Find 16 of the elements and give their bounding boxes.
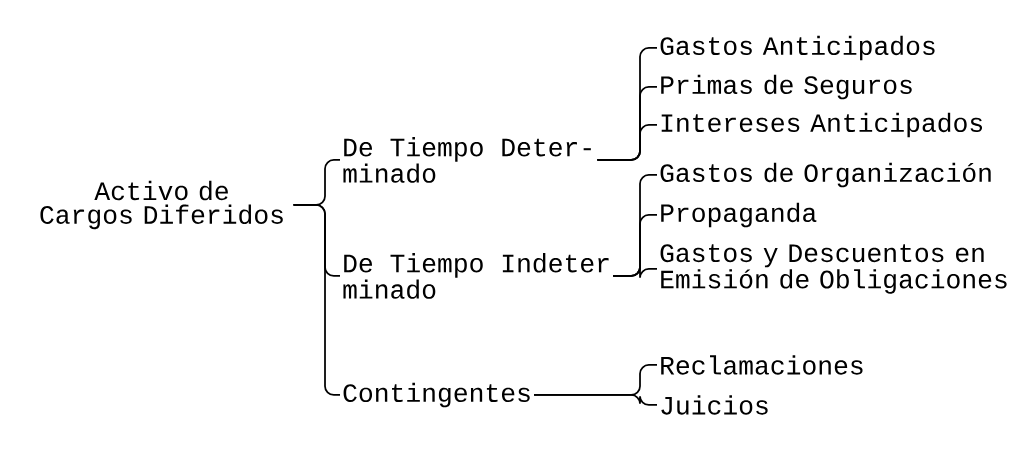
brace-line (533, 394, 658, 406)
category-text: Propaganda (661, 202, 817, 228)
category-text: Juicios (661, 395, 768, 415)
category-text: Primas de Seguros (661, 74, 912, 100)
category-text: Gastos de Organización (660, 162, 991, 188)
brace-line (292, 204, 341, 396)
category-text: Gastos y Descuentos en Emisión de Obligaciones (660, 244, 1007, 294)
category-text: Contingentes (343, 382, 530, 408)
category-text: Gastos Anticipados (660, 35, 935, 61)
brace-line (612, 266, 658, 279)
category-text: Intereses Anticipados (661, 112, 983, 138)
category-text: Reclamaciones (661, 355, 863, 375)
brace-line (596, 124, 658, 161)
category-text: De Tiempo Indeter minado (343, 253, 609, 299)
category-text: De Tiempo Deter- minado (343, 137, 591, 183)
category-text: Activo de Cargos Diferidos (40, 180, 283, 230)
